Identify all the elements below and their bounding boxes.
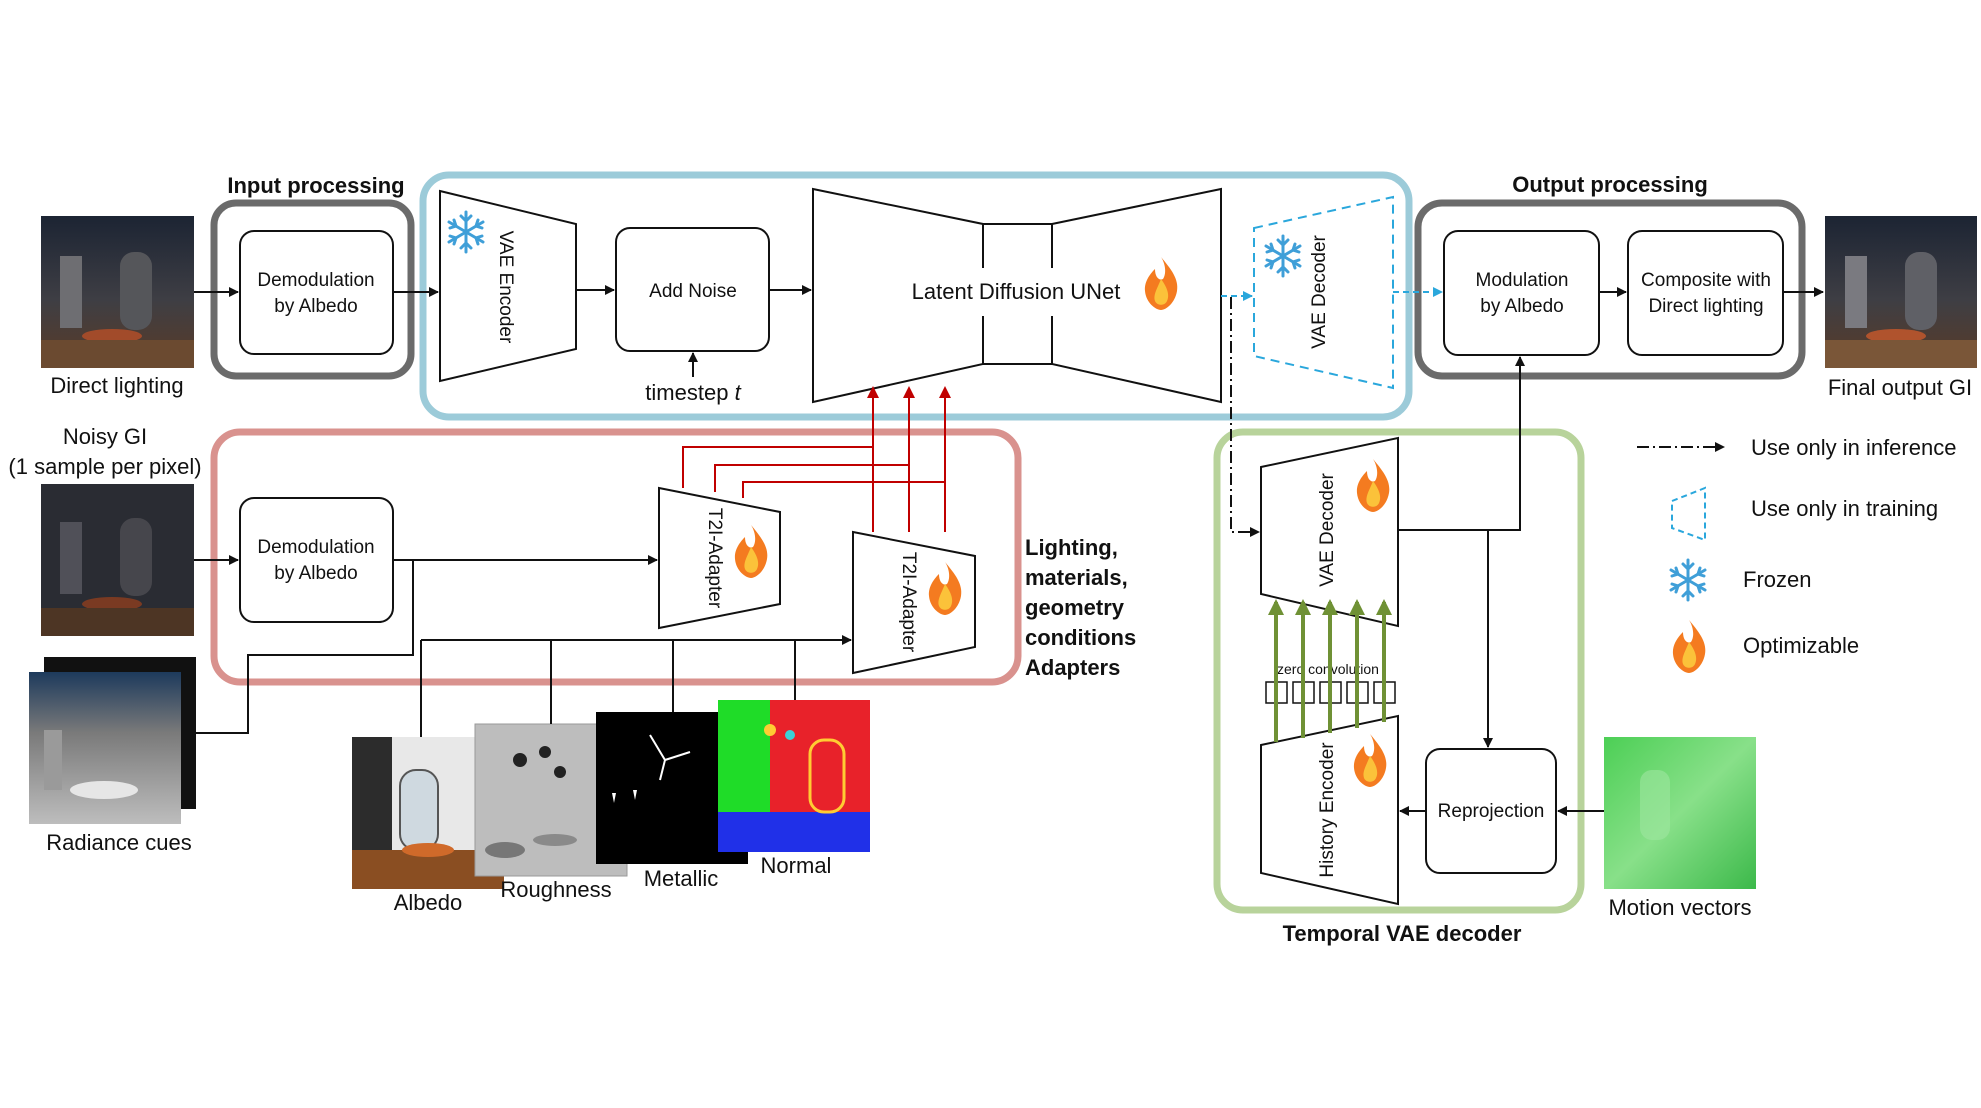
final-output-image xyxy=(1825,216,1977,368)
normal-image xyxy=(718,700,870,852)
vae-decoder-training-block xyxy=(1253,195,1394,390)
adapter-group-title-4: conditions xyxy=(1025,625,1136,650)
zero-convolution-arrows xyxy=(1268,599,1392,742)
direct-lighting-label: Direct lighting xyxy=(50,373,183,398)
legend-optimizable-label: Optimizable xyxy=(1743,633,1859,658)
vae-encoder-label: VAE Encoder xyxy=(495,231,516,344)
demodulation-bottom-block xyxy=(239,497,394,623)
latent-diffusion-unet-label: Latent Diffusion UNet xyxy=(912,279,1121,304)
adapter-feature-arrows xyxy=(682,386,951,532)
connectors xyxy=(194,285,1824,816)
legend-inference-label: Use only in inference xyxy=(1751,435,1956,460)
legend-optimizable-icon xyxy=(1672,620,1706,673)
diffusion-frame xyxy=(419,171,1413,421)
legend-frozen-label: Frozen xyxy=(1743,567,1811,592)
noisy-gi-label-2: (1 sample per pixel) xyxy=(8,454,201,479)
temporal-decoder-title: Temporal VAE decoder xyxy=(1283,921,1522,946)
output-processing-frame xyxy=(1414,199,1806,380)
legend-frozen-icon xyxy=(1669,558,1707,602)
latent-diffusion-unet-block xyxy=(812,187,1222,404)
temporal-decoder-frame xyxy=(1213,428,1585,914)
adapter-group-title-2: materials, xyxy=(1025,565,1128,590)
demodulation-top-label-2: by Albedo xyxy=(274,296,357,317)
t2i-adapter-1-label: T2I-Adapter xyxy=(704,508,725,609)
demodulation-bottom-label-1: Demodulation xyxy=(257,537,374,558)
direct-lighting-image xyxy=(41,216,194,368)
modulation-block xyxy=(1443,230,1600,356)
composite-label-2: Direct lighting xyxy=(1648,296,1763,317)
roughness-label: Roughness xyxy=(500,877,611,902)
input-processing-title: Input processing xyxy=(227,173,404,198)
demodulation-bottom-label-2: by Albedo xyxy=(274,563,357,584)
vae-encoder-block xyxy=(439,189,577,383)
demodulation-top-label-1: Demodulation xyxy=(257,270,374,291)
adapter-group-title-3: geometry xyxy=(1025,595,1125,620)
modulation-label-2: by Albedo xyxy=(1480,296,1563,317)
legend-training-shape xyxy=(1671,486,1706,542)
radiance-cues-label: Radiance cues xyxy=(46,830,192,855)
adapter-group-title-1: Lighting, xyxy=(1025,535,1118,560)
history-encoder-label: History Encoder xyxy=(1317,742,1338,878)
inference-path xyxy=(1230,297,1260,537)
training-arrows xyxy=(1221,287,1443,301)
modulation-label-1: Modulation xyxy=(1476,270,1569,291)
albedo-label: Albedo xyxy=(394,890,463,915)
metallic-label: Metallic xyxy=(644,866,719,891)
t2i-adapter-2-block xyxy=(852,530,976,675)
legend-training-label: Use only in training xyxy=(1751,496,1938,521)
input-processing-frame xyxy=(210,199,415,380)
t2i-adapter-2-label: T2I-Adapter xyxy=(898,552,919,653)
motion-vectors-label: Motion vectors xyxy=(1608,895,1751,920)
composite-block xyxy=(1627,230,1784,356)
noisy-gi-image xyxy=(41,484,194,636)
final-output-label: Final output GI xyxy=(1828,375,1972,400)
noisy-gi-label-1: Noisy GI xyxy=(63,424,147,449)
output-processing-title: Output processing xyxy=(1512,172,1708,197)
adapter-group-title-5: Adapters xyxy=(1025,655,1120,680)
vae-decoder-temporal-label: VAE Decoder xyxy=(1317,472,1338,586)
composite-label-1: Composite with xyxy=(1641,270,1771,291)
add-noise-label: Add Noise xyxy=(649,281,737,302)
normal-label: Normal xyxy=(761,853,832,878)
demodulation-top-block xyxy=(239,230,394,355)
reprojection-label: Reprojection xyxy=(1438,801,1545,822)
vae-decoder-training-label: VAE Decoder xyxy=(1309,234,1330,348)
timestep-label: timestep t xyxy=(645,380,741,405)
motion-vectors-image xyxy=(1604,737,1756,889)
adapter-frame xyxy=(210,428,1022,686)
radiance-cues-image xyxy=(29,657,196,824)
t2i-adapter-1-block xyxy=(658,486,781,630)
